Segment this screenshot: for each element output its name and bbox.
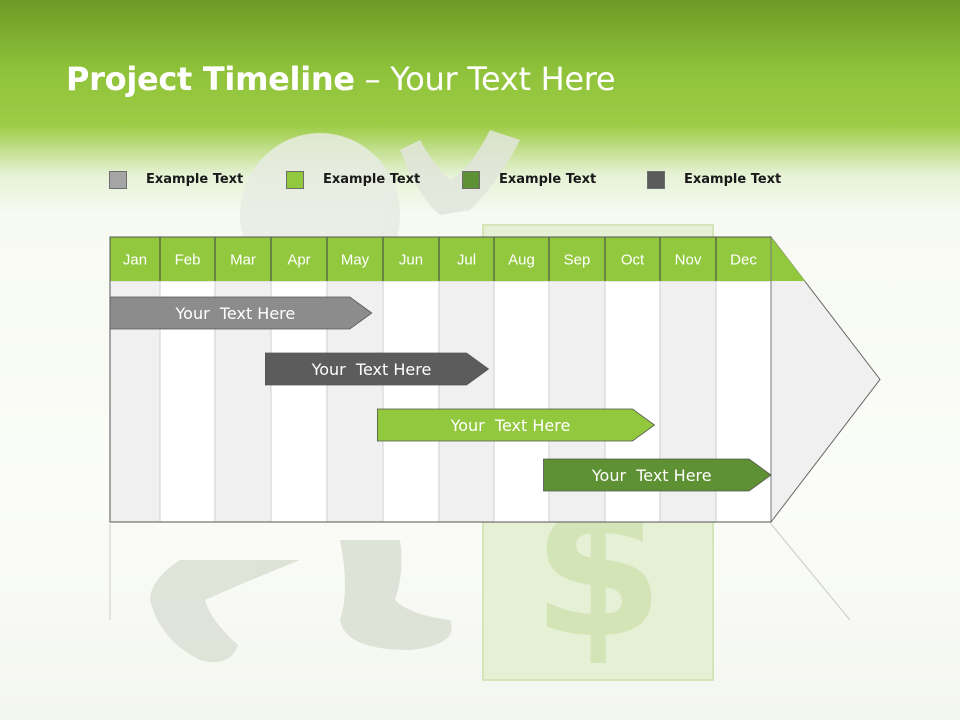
legend-swatch-1 [109, 171, 127, 189]
task-bar-2: Your Text Here [264, 352, 490, 386]
month-column-aug [493, 280, 550, 523]
month-label-dec: Dec [730, 252, 757, 269]
month-column-jul [438, 280, 495, 523]
legend-label-3: Example Text [499, 172, 597, 187]
timeline-header: Jan Feb Mar Apr May Jun Jul Aug Sep Oct Nov Dec [109, 236, 851, 621]
month-label-aug: Aug [508, 252, 535, 269]
figure-arm [400, 130, 520, 215]
task-bar-shape-1 [109, 296, 373, 330]
legend-label-4: Example Text [684, 172, 782, 187]
timeline-arrowhead-header-fill [771, 237, 805, 281]
legend-swatch-3 [462, 171, 480, 189]
legend-swatch-2 [286, 171, 304, 189]
month-label-apr: Apr [287, 252, 310, 269]
task-bar-shape-3 [376, 408, 656, 442]
task-label-4: Your Text Here [591, 466, 712, 485]
figure-left-leg [150, 560, 300, 663]
task-label-2: Your Text Here [311, 360, 432, 379]
task-label-3: Your Text Here [450, 416, 571, 435]
month-label-jan: Jan [123, 252, 147, 269]
title-rest: – Your Text Here [354, 60, 616, 98]
month-label-feb: Feb [175, 252, 201, 269]
month-label-mar: Mar [230, 252, 256, 269]
task-bar-3: Your Text Here [376, 408, 656, 442]
reflection-right [770, 523, 851, 621]
month-label-nov: Nov [675, 252, 702, 269]
legend-label-2: Example Text [323, 172, 421, 187]
task-bar-shape-4 [543, 458, 772, 492]
month-label-oct: Oct [621, 252, 645, 269]
legend-label-1: Example Text [146, 172, 244, 187]
month-label-jul: Jul [457, 252, 476, 269]
legend-swatch-4 [647, 171, 665, 189]
task-bar-shape-2 [264, 352, 490, 386]
task-bar-1: Your Text Here [109, 296, 373, 330]
page-title: Project Timeline – Your Text Here [66, 60, 616, 98]
header-row [110, 237, 771, 281]
task-bar-4: Your Text Here [543, 458, 772, 492]
title-bold: Project Timeline [66, 60, 355, 98]
timeline-outline [109, 236, 771, 523]
figure-right-leg [340, 540, 452, 650]
month-label-may: May [341, 252, 370, 269]
task-label-1: Your Text Here [175, 304, 296, 323]
month-label-sep: Sep [564, 252, 591, 269]
timeline-arrowhead [770, 235, 881, 524]
month-column-jun [382, 280, 440, 523]
month-label-jun: Jun [399, 252, 423, 269]
